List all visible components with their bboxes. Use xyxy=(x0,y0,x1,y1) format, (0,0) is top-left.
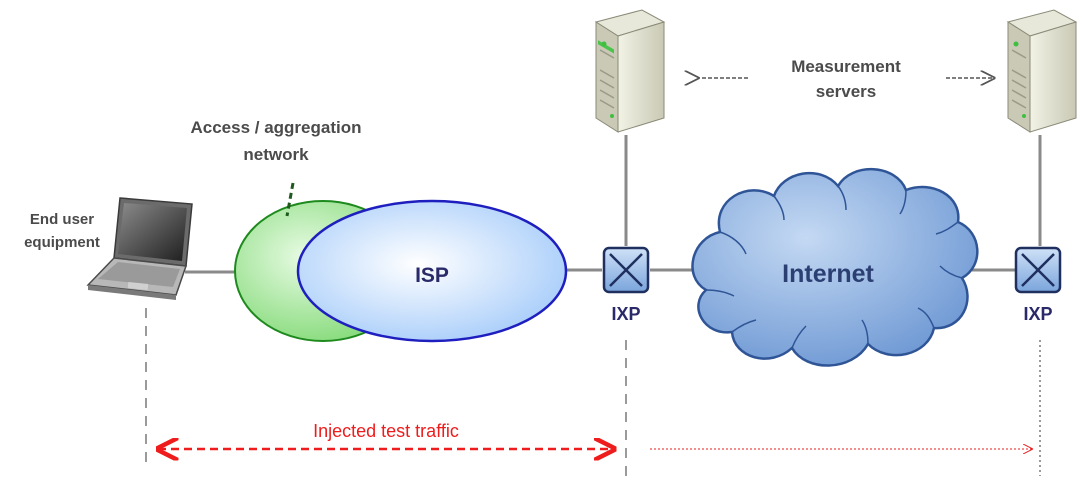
reference-lines xyxy=(145,308,1041,476)
measurement-servers-label-line1: Measurement xyxy=(791,57,901,76)
connection-lines xyxy=(185,135,1042,274)
ixp-right-label: IXP xyxy=(1023,304,1052,324)
isp-ellipse xyxy=(296,199,568,343)
cloud-icon xyxy=(691,168,979,367)
ixp-switch-icon xyxy=(1014,246,1062,294)
access-label-pointer xyxy=(285,182,295,217)
internet-label: Internet xyxy=(782,260,874,288)
access-network-label-line1: Access / aggregation xyxy=(190,118,361,137)
isp-label: ISP xyxy=(415,264,449,287)
end-user-label-line1: End user xyxy=(30,211,94,228)
ixp-switch-icon xyxy=(602,246,650,294)
end-user-label-line2: equipment xyxy=(24,234,100,251)
server-icon xyxy=(1006,9,1078,133)
laptop-icon xyxy=(86,197,193,300)
injected-traffic-label: Injected test traffic xyxy=(313,421,459,441)
ixp-left-label: IXP xyxy=(611,304,640,324)
access-network-label-line2: network xyxy=(243,145,309,164)
measurement-servers-label-line2: servers xyxy=(816,82,877,101)
server-icon xyxy=(594,9,666,133)
